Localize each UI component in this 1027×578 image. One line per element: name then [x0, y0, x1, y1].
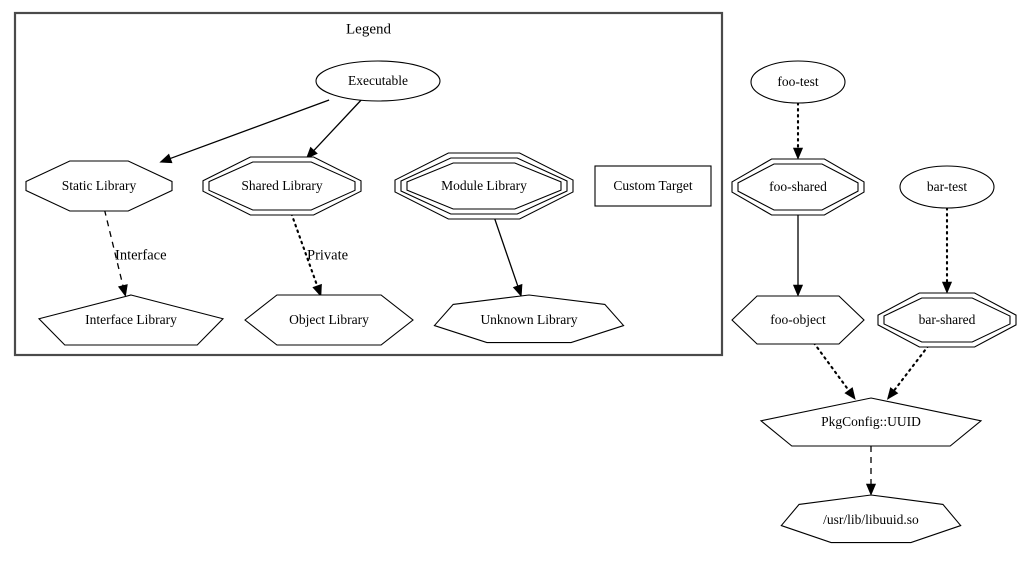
- unknown-library-septagon-shape: [433, 294, 625, 344]
- legend-arrowhead-executable-to-shared-library: [305, 146, 318, 160]
- legend-arrowhead-module-library-to-unknown-library: [512, 283, 523, 297]
- graph-node-label-foo-shared: foo-shared: [769, 179, 827, 194]
- graph-node-foo-object[interactable]: foo-object: [731, 295, 865, 345]
- module-library-octagon-outer-shape: [394, 152, 574, 220]
- legend-node-object-library[interactable]: Object Library: [244, 294, 414, 346]
- interface-library-pentagon-shape: [37, 294, 225, 346]
- pkgconfig-pentagon-shape: [759, 397, 983, 447]
- graph-edge-foo-object-to-pkgconfig: [812, 341, 850, 392]
- legend-node-custom-target[interactable]: Custom Target: [594, 165, 712, 207]
- bar-test-ellipse-shape: [899, 165, 995, 209]
- legend-cluster-layer: Legend: [13, 11, 724, 357]
- legend-edge-executable-to-static-library: [170, 99, 330, 160]
- legend-edge-module-library-to-unknown-library: [493, 217, 519, 287]
- shared-library-octagon-outer-shape: [202, 156, 362, 216]
- legend-arrowhead-static-library-to-interface-library: [117, 284, 128, 298]
- foo-object-hexagon-shape: [731, 295, 865, 345]
- legend-node-label-shared-library: Shared Library: [241, 178, 323, 193]
- graph-node-label-foo-test: foo-test: [777, 74, 818, 89]
- graph-node-pkgconfig[interactable]: PkgConfig::UUID: [759, 397, 983, 447]
- graph-node-label-pkgconfig: PkgConfig::UUID: [821, 414, 921, 429]
- legend-node-label-object-library: Object Library: [289, 312, 369, 327]
- foo-shared-octagon-outer-shape: [731, 158, 865, 216]
- legend-node-interface-library[interactable]: Interface Library: [37, 294, 225, 346]
- graph-arrowhead-bar-shared-to-pkgconfig: [886, 387, 899, 400]
- custom-target-box-shape: [594, 165, 712, 207]
- legend-node-shared-library[interactable]: Shared Library: [202, 156, 362, 216]
- legend-title: Legend: [346, 21, 391, 37]
- bar-shared-octagon-outer-shape: [877, 292, 1017, 348]
- graph-node-libuuid[interactable]: /usr/lib/libuuid.so: [780, 494, 962, 544]
- object-library-hexagon-shape: [244, 294, 414, 346]
- legend-node-label-executable: Executable: [348, 73, 408, 88]
- graph-node-label-bar-test: bar-test: [927, 179, 967, 194]
- edge-label-interface: Interface: [115, 247, 167, 263]
- edge-label-layer: Interface Private: [115, 247, 348, 263]
- legend-cluster-border: [13, 11, 724, 357]
- legend-node-label-module-library: Module Library: [441, 178, 527, 193]
- legend-node-executable[interactable]: Executable: [315, 60, 441, 102]
- graph-node-bar-test[interactable]: bar-test: [899, 165, 995, 209]
- graph-arrowhead-foo-test-to-foo-shared: [792, 147, 804, 160]
- legend-node-label-interface-library: Interface Library: [85, 312, 177, 327]
- graph-arrowhead-bar-test-to-bar-shared: [941, 281, 953, 294]
- graph-node-bar-shared[interactable]: bar-shared: [877, 292, 1017, 348]
- graph-arrowhead-foo-object-to-pkgconfig: [844, 387, 856, 400]
- graph-arrowhead-foo-shared-to-foo-object: [792, 284, 804, 297]
- module-library-octagon-inner-shape: [406, 162, 562, 210]
- legend-arrowhead-shared-library-to-object-library: [312, 283, 322, 297]
- legend-node-static-library[interactable]: Static Library: [25, 160, 173, 212]
- foo-shared-octagon-inner-shape: [737, 163, 859, 211]
- executable-ellipse-shape: [315, 60, 441, 102]
- shared-library-octagon-inner-shape: [208, 161, 356, 211]
- graph-node-label-bar-shared: bar-shared: [919, 312, 976, 327]
- legend-node-module-library[interactable]: Module Library: [394, 152, 574, 220]
- graph-node-label-libuuid: /usr/lib/libuuid.so: [823, 512, 919, 527]
- legend-edge-static-library-to-interface-library: [103, 209, 124, 286]
- edge-label-private: Private: [307, 247, 348, 263]
- graph-node-label-foo-object: foo-object: [770, 312, 826, 327]
- graph-edge-bar-shared-to-pkgconfig: [893, 344, 930, 392]
- legend-node-label-custom-target: Custom Target: [613, 178, 692, 193]
- graph-node-foo-test[interactable]: foo-test: [750, 60, 846, 104]
- legend-node-label-static-library: Static Library: [62, 178, 137, 193]
- module-library-octagon-mid-shape: [400, 157, 568, 215]
- legend-node-label-unknown-library: Unknown Library: [480, 312, 577, 327]
- graph-node-foo-shared[interactable]: foo-shared: [731, 158, 865, 216]
- libuuid-septagon-shape: [780, 494, 962, 544]
- foo-test-ellipse-shape: [750, 60, 846, 104]
- legend-edge-shared-library-to-object-library: [290, 212, 319, 287]
- legend-edge-executable-to-shared-library: [313, 99, 362, 151]
- legend-node-unknown-library[interactable]: Unknown Library: [433, 294, 625, 344]
- graph-arrowhead-pkgconfig-to-libuuid: [865, 483, 877, 496]
- legend-arrowhead-executable-to-static-library: [159, 153, 173, 164]
- edge-layer: [103, 99, 953, 496]
- static-library-octagon-shape: [25, 160, 173, 212]
- bar-shared-octagon-inner-shape: [883, 297, 1011, 343]
